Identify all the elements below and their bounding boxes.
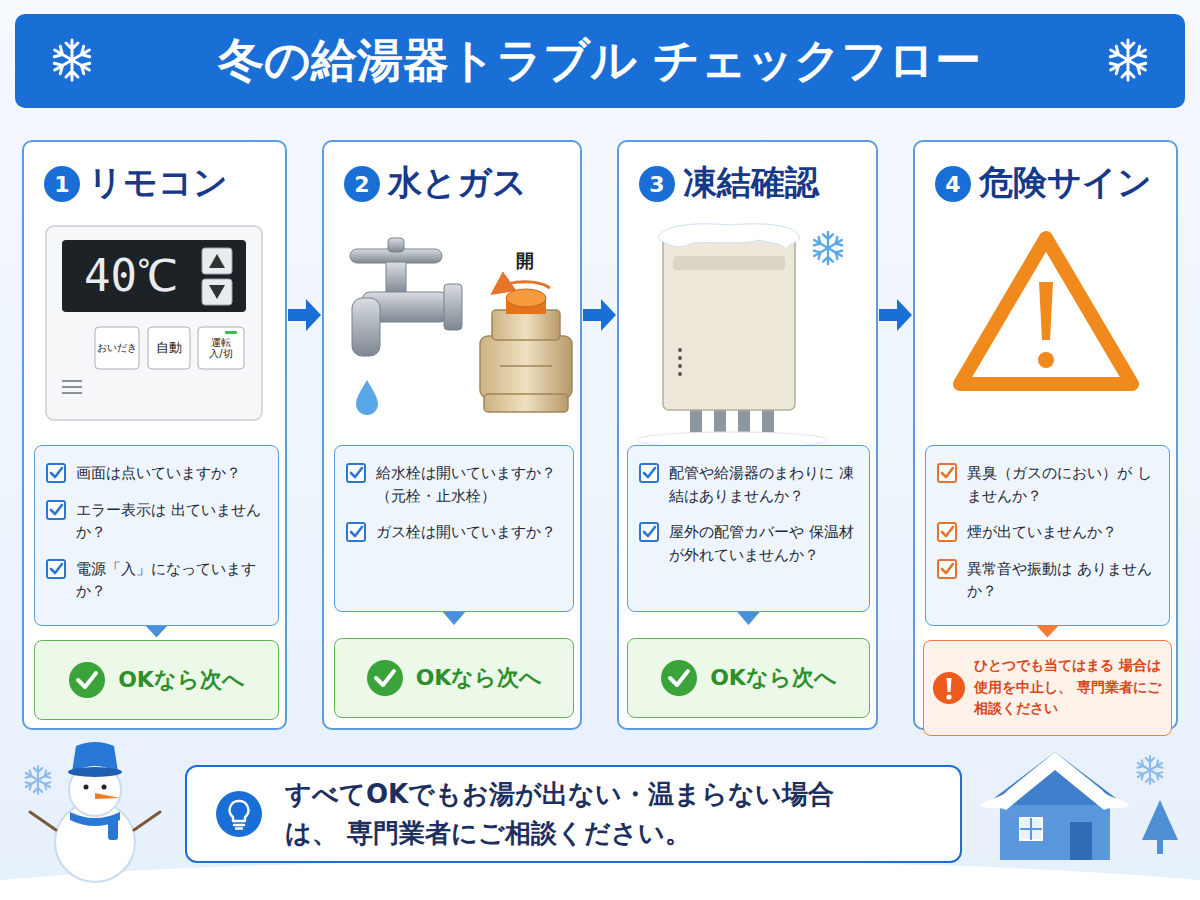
valve-open-label: 開 — [505, 248, 545, 274]
display-temperature: 40℃ — [66, 244, 196, 308]
callout-number: 3 — [649, 172, 664, 197]
flow-arrow — [288, 299, 321, 331]
check-item: 異常音や振動は ありませんか？ — [936, 558, 1161, 603]
checkbox-icon — [638, 521, 660, 543]
check-item: 配管や給湯器のまわりに 凍結はありませんか？ — [638, 462, 861, 507]
checkbox-icon — [936, 558, 958, 580]
label-text: 運転 入/切 — [204, 337, 238, 360]
check-item: 画面は点いていますか？ — [45, 462, 270, 485]
check-text: 画面は点いていますか？ — [76, 462, 270, 485]
checklist-box: 配管や給湯器のまわりに 凍結はありませんか？ 屋外の配管カバーや 保温材が外れてい… — [627, 445, 870, 612]
label-text: 開 — [516, 251, 534, 272]
checkbox-icon — [345, 462, 367, 484]
step-number: 4 — [935, 166, 971, 202]
check-item: 屋外の配管カバーや 保温材が外れていませんか？ — [638, 521, 861, 566]
ok-text: OKなら次へ — [710, 663, 837, 693]
callout-number: 2 — [354, 172, 369, 197]
ok-box: OKなら次へ — [34, 640, 279, 720]
step-number: 3 — [639, 166, 675, 202]
ok-box: OKなら次へ — [627, 638, 870, 718]
checkbox-icon — [345, 521, 367, 543]
checklist-box: 画面は点いていますか？ エラー表示は 出ていませんか？ 電源「入」になっていますか？ — [34, 445, 279, 626]
check-item: 煙が出ていませんか？ — [936, 521, 1161, 544]
button-label: 自動 — [148, 327, 190, 369]
check-item: 電源「入」になっていますか？ — [45, 558, 270, 603]
callout-number: 4 — [945, 172, 960, 197]
pointer-tail — [145, 625, 169, 638]
ok-check-icon — [68, 661, 106, 699]
warning-triangle — [960, 238, 1132, 384]
button-label: おいだき — [95, 327, 139, 369]
step-panel: 水とガス 2 給水栓は開いていますか？ （元栓・止水栓） ガス栓は開いていますか？ OK… — [322, 140, 582, 730]
check-text: 配管や給湯器のまわりに 凍結はありませんか？ — [669, 462, 861, 507]
label-text: おいだき — [97, 342, 137, 354]
check-text: 給水栓は開いていますか？ （元栓・止水栓） — [376, 462, 565, 507]
checkbox-icon — [638, 462, 660, 484]
ok-text: OKなら次へ — [416, 663, 543, 693]
step-panel: リモコン 1 画面は点いていますか？ エラー表示は 出ていませんか？ 電源「入」になって… — [22, 140, 287, 730]
flow-arrow — [583, 299, 616, 331]
house — [980, 752, 1178, 860]
ok-text: OKなら次へ — [118, 665, 245, 695]
ok-check-icon — [366, 659, 404, 697]
water-heater — [637, 224, 844, 448]
warning-icon — [932, 671, 966, 705]
warning-text: ひとつでも当てはまる 場合は使用を中止し、 専門業者にご相談ください — [974, 655, 1165, 720]
check-text: 煙が出ていませんか？ — [967, 521, 1161, 544]
gas-valve — [480, 282, 572, 412]
title-text: 冬の給湯器トラブル チェックフロー — [15, 14, 1185, 108]
check-item: エラー表示は 出ていませんか？ — [45, 499, 270, 544]
check-item: 異臭（ガスのにおい）が しませんか？ — [936, 462, 1161, 507]
note-text: すべてOKでもお湯が出ない・温まらない場合は、 専門業者にご相談ください。 — [285, 775, 875, 853]
check-text: 屋外の配管カバーや 保温材が外れていませんか？ — [669, 521, 861, 566]
pointer-tail — [737, 611, 761, 625]
callout-number: 1 — [54, 172, 69, 197]
checkbox-icon — [45, 462, 67, 484]
step-panel: 危険サイン 4 異臭（ガスのにおい）が しませんか？ 煙が出ていませんか？ 異常音や振動… — [913, 140, 1178, 730]
button-label: 運転 入/切 — [198, 327, 244, 369]
flow-arrow — [879, 299, 912, 331]
checkbox-icon — [45, 558, 67, 580]
step-number: 1 — [44, 166, 80, 202]
label-text: 40℃ — [84, 251, 178, 302]
snowman — [30, 742, 160, 882]
check-text: 異常音や振動は ありませんか？ — [967, 558, 1161, 603]
step-heading: 危険サイン — [979, 160, 1152, 206]
label-text: 自動 — [156, 341, 182, 356]
pointer-tail — [442, 611, 466, 625]
pointer-tail — [1036, 625, 1060, 638]
checkbox-icon — [45, 499, 67, 521]
step-panel: 凍結確認 3 配管や給湯器のまわりに 凍結はありませんか？ 屋外の配管カバーや 保温材… — [617, 140, 878, 730]
remote-control — [46, 226, 262, 420]
checkbox-icon — [936, 462, 958, 484]
faucet — [350, 238, 462, 415]
note-box: すべてOKでもお湯が出ない・温まらない場合は、 専門業者にご相談ください。 — [185, 765, 962, 863]
check-item: 給水栓は開いていますか？ （元栓・止水栓） — [345, 462, 565, 507]
check-text: 電源「入」になっていますか？ — [76, 558, 270, 603]
check-text: 異臭（ガスのにおい）が しませんか？ — [967, 462, 1161, 507]
check-item: ガス栓は開いていますか？ — [345, 521, 565, 544]
checkbox-icon — [936, 521, 958, 543]
checklist-box: 異臭（ガスのにおい）が しませんか？ 煙が出ていませんか？ 異常音や振動は ありませ… — [925, 445, 1170, 626]
step-number: 2 — [344, 166, 380, 202]
ok-check-icon — [660, 659, 698, 697]
check-text: エラー表示は 出ていませんか？ — [76, 499, 270, 544]
step-heading: 凍結確認 — [683, 160, 819, 206]
warning-box: ひとつでも当てはまる 場合は使用を中止し、 専門業者にご相談ください — [923, 640, 1172, 736]
checklist-box: 給水栓は開いていますか？ （元栓・止水栓） ガス栓は開いていますか？ — [334, 445, 574, 612]
ok-box: OKなら次へ — [334, 638, 574, 718]
step-heading: 水とガス — [388, 160, 527, 206]
check-text: ガス栓は開いていますか？ — [376, 521, 565, 544]
step-heading: リモコン — [88, 160, 228, 206]
bulb-icon — [215, 790, 263, 838]
